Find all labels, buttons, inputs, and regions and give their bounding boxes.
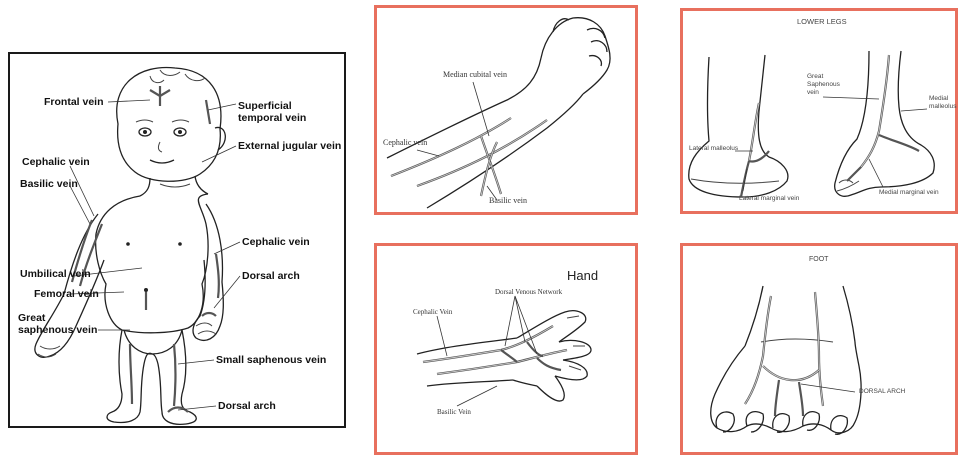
label-lateral-marginal-vein: Lateral marginal vein bbox=[739, 195, 799, 202]
hand-veins-panel: Hand Dorsal Venous Network Cephalic Vein… bbox=[374, 243, 638, 455]
label-median-cubital-vein: Median cubital vein bbox=[443, 70, 507, 79]
label-arm-cephalic-vein: Cephalic vein bbox=[383, 138, 427, 147]
label-vein: vein bbox=[807, 89, 819, 96]
label-external-jugular-vein: External jugular vein bbox=[238, 140, 341, 152]
label-great: Great bbox=[18, 312, 45, 324]
label-basilic-vein: Basilic vein bbox=[20, 178, 78, 190]
label-saphenous: Saphenous bbox=[807, 81, 840, 88]
hand-illustration bbox=[377, 246, 635, 452]
label-frontal-vein: Frontal vein bbox=[44, 96, 104, 108]
label-malleolus: malleolus bbox=[929, 103, 956, 110]
label-dorsal-arch: DORSAL ARCH bbox=[859, 388, 905, 395]
foot-illustration bbox=[683, 246, 955, 452]
label-medial-marginal-vein: Medial marginal vein bbox=[879, 189, 939, 196]
label-cephalic-vein-left: Cephalic vein bbox=[22, 156, 90, 168]
label-dorsal-venous-network: Dorsal Venous Network bbox=[495, 288, 562, 296]
label-dorsal-arch-foot: Dorsal arch bbox=[218, 400, 276, 412]
label-small-saphenous-vein: Small saphenous vein bbox=[216, 354, 326, 366]
label-arm-basilic-vein: Basilic vein bbox=[489, 196, 527, 205]
lower-legs-panel: LOWER LEGS Great Saphenous vein Medial m… bbox=[680, 8, 958, 214]
label-temporal-vein: temporal vein bbox=[238, 112, 306, 124]
lower-legs-illustration bbox=[683, 11, 955, 211]
label-femoral-vein: Femoral vein bbox=[34, 288, 99, 300]
label-hand-cephalic-vein: Cephalic Vein bbox=[413, 308, 452, 316]
foot-veins-panel: FOOT DORSAL ARCH bbox=[680, 243, 958, 455]
label-great: Great bbox=[807, 73, 823, 80]
baby-veins-panel: Frontal vein Superficial temporal vein E… bbox=[8, 52, 346, 428]
label-superficial: Superficial bbox=[238, 100, 292, 112]
label-hand-basilic-vein: Basilic Vein bbox=[437, 408, 471, 416]
arm-veins-panel: Median cubital vein Cephalic vein Basili… bbox=[374, 5, 638, 215]
arm-illustration bbox=[377, 8, 635, 212]
label-umbilical-vein: Umbilical vein bbox=[20, 268, 91, 280]
label-dorsal-arch-hand: Dorsal arch bbox=[242, 270, 300, 282]
label-saphenous-vein: saphenous vein bbox=[18, 324, 97, 336]
label-cephalic-vein-right: Cephalic vein bbox=[242, 236, 310, 248]
label-medial: Medial bbox=[929, 95, 948, 102]
label-lateral-malleolus: Lateral malleolus bbox=[689, 145, 738, 152]
